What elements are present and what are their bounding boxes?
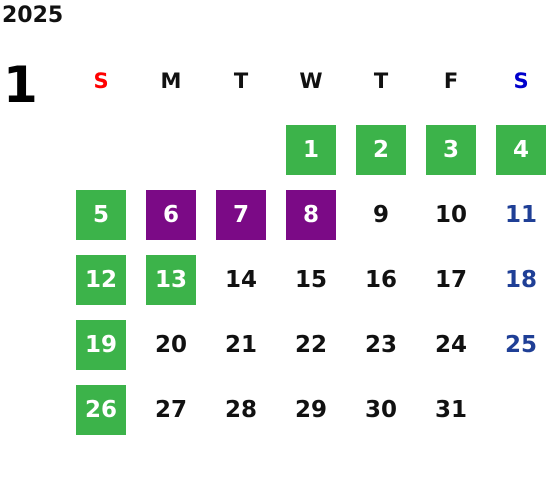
- day-cell[interactable]: 11: [504, 202, 537, 228]
- weekday-header: T: [373, 69, 389, 93]
- day-cell[interactable]: 17: [434, 267, 467, 293]
- day-cell[interactable]: 9: [372, 202, 389, 228]
- weekday-header: W: [299, 69, 323, 93]
- month-number: 1: [3, 56, 38, 114]
- day-cell[interactable]: 13: [146, 255, 196, 305]
- day-cell[interactable]: 19: [76, 320, 126, 370]
- day-cell[interactable]: 7: [216, 190, 266, 240]
- day-cell[interactable]: 29: [294, 397, 327, 423]
- day-cell[interactable]: 27: [154, 397, 187, 423]
- day-cell[interactable]: 15: [294, 267, 327, 293]
- day-cell[interactable]: 28: [224, 397, 257, 423]
- day-cell[interactable]: 24: [434, 332, 467, 358]
- day-cell[interactable]: 25: [504, 332, 537, 358]
- day-cell[interactable]: 10: [434, 202, 467, 228]
- day-cell[interactable]: 30: [364, 397, 397, 423]
- weekday-header: M: [160, 69, 182, 93]
- weekday-header: T: [233, 69, 249, 93]
- day-cell[interactable]: 4: [496, 125, 546, 175]
- day-cell[interactable]: 2: [356, 125, 406, 175]
- day-cell[interactable]: 12: [76, 255, 126, 305]
- day-cell[interactable]: 6: [146, 190, 196, 240]
- weekday-header: S: [93, 69, 109, 93]
- day-cell[interactable]: 1: [286, 125, 336, 175]
- day-cell[interactable]: 3: [426, 125, 476, 175]
- day-cell[interactable]: 8: [286, 190, 336, 240]
- day-cell[interactable]: 22: [294, 332, 327, 358]
- day-cell[interactable]: 20: [154, 332, 187, 358]
- weekday-header: F: [443, 69, 459, 93]
- day-cell[interactable]: 5: [76, 190, 126, 240]
- day-cell[interactable]: 23: [364, 332, 397, 358]
- day-cell[interactable]: 14: [224, 267, 257, 293]
- day-cell[interactable]: 18: [504, 267, 537, 293]
- day-cell[interactable]: 31: [434, 397, 467, 423]
- day-cell[interactable]: 16: [364, 267, 397, 293]
- day-cell[interactable]: 21: [224, 332, 257, 358]
- year-label: 2025: [2, 3, 64, 28]
- weekday-header: S: [513, 69, 529, 93]
- day-cell[interactable]: 26: [76, 385, 126, 435]
